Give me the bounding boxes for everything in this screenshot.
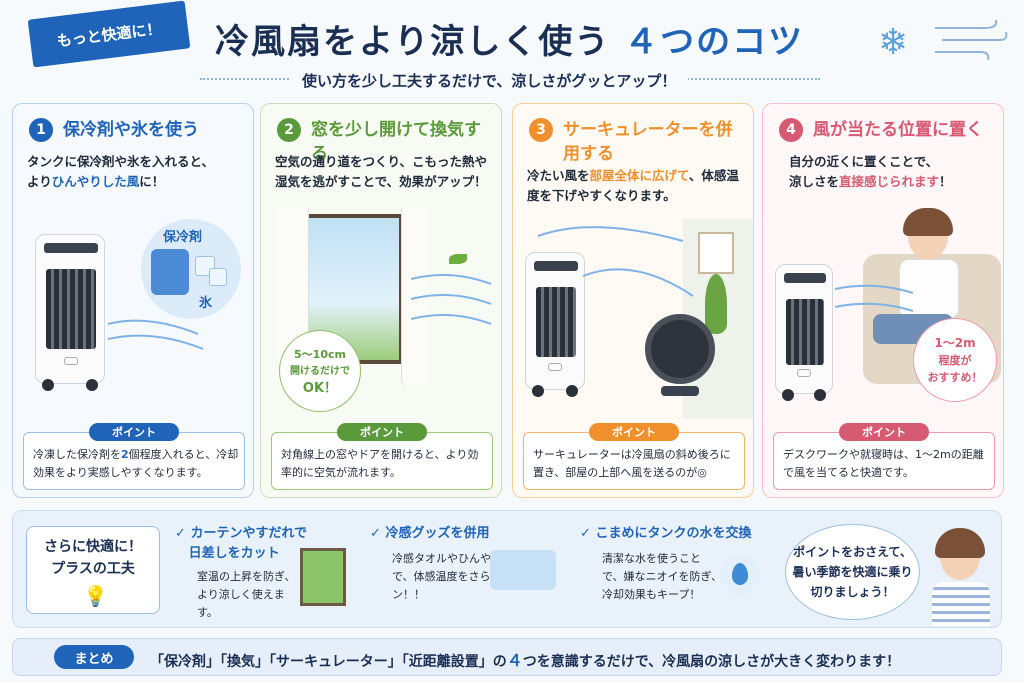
tip-number: 3 (529, 118, 553, 142)
airflow-icon (537, 226, 694, 297)
air-cooler-image (775, 264, 833, 401)
summary-label: まとめ (54, 645, 134, 669)
point-box (523, 432, 745, 490)
point-box (23, 432, 245, 490)
woman-hair (935, 528, 985, 558)
tip-card-3: 3 サーキュレーターを併用する 冷たい風を部屋全体に広げて、体感温度を下げやすく… (512, 103, 754, 498)
point-text: 冷凍した保冷剤を2個程度入れると、冷却効果をより実感しやすくなります。 (33, 448, 239, 479)
tip-description: 冷たい風を部屋全体に広げて、体感温度を下げやすくなります。 (527, 168, 739, 203)
wall-picture (698, 232, 734, 274)
tip-title: 風が当たる位置に置く (813, 120, 983, 140)
summary-text: 「保冷剤」「換気」「サーキュレーター」「近距離設置」の４つを意識するだけで、冷風… (150, 651, 901, 670)
tip-number: 2 (277, 118, 301, 142)
person-shirt (899, 259, 959, 319)
cooling-towel-image (490, 550, 556, 590)
opening-badge: 5〜10cm 開けるだけで OK！ (279, 330, 361, 412)
tip-description: 空気の通り道をつくり、こもった熱や湿気を逃がすことで、効果がアップ！ (275, 154, 488, 189)
point-label: ポイント (589, 423, 679, 441)
water-drop-icon (732, 563, 748, 585)
woman-shirt (932, 582, 990, 626)
extra-tip-1: ✓ カーテンやすだれで 日差しをカット 室温の上昇を防ぎ、より涼しく使えます。 (175, 526, 308, 619)
tip-title: 保冷剤や氷を使う (63, 120, 199, 140)
check-icon: ✓ (370, 526, 381, 541)
leaf-icon (449, 254, 467, 264)
point-box (773, 432, 995, 490)
extra-tips-heading-box (26, 526, 160, 614)
point-text: 対角線上の窓やドアを開けると、より効率的に空気が流れます。 (281, 448, 479, 479)
point-text: デスクワークや就寝時は、1〜2mの距離で風を当てると快適です。 (783, 448, 984, 479)
tip-title: サーキュレーターを併用する (563, 120, 733, 164)
person-hair (903, 208, 953, 236)
plant-icon (705, 274, 727, 334)
tip-card-4: 4 風が当たる位置に置く 自分の近くに置くことで、 涼しさを直接感じられます！ … (762, 103, 1004, 498)
airflow-icon (411, 274, 492, 325)
snowflake-icon: ❄ (878, 22, 909, 63)
circulator-image (645, 314, 715, 384)
extra-tips-heading: さらに快適に！プラスの工夫 (44, 539, 142, 577)
airflow-icon (835, 284, 914, 312)
point-label: ポイント (839, 423, 929, 441)
point-label: ポイント (89, 423, 179, 441)
tip-description: タンクに保冷剤や氷を入れると、 よりひんやりした風に！ (27, 154, 215, 189)
tip-title: 窓を少し開けて換気する (311, 120, 481, 164)
curtain-image (300, 548, 346, 606)
point-label: ポイント (337, 423, 427, 441)
circulator-base (661, 386, 699, 396)
page-title: 冷風扇をより涼しく使う ４つのコツ (215, 22, 805, 62)
ice-pack-label: 保冷剤 (163, 230, 203, 245)
tip-number: 4 (779, 118, 803, 142)
point-text: サーキュレーターは冷風扇の斜め後ろに置き、部屋の上部へ風を送るのが◎ (533, 448, 731, 479)
distance-badge: 1〜2m 程度が おすすめ！ (913, 318, 997, 402)
tip-description: 自分の近くに置くことで、 涼しさを直接感じられます！ (789, 154, 952, 189)
check-icon: ✓ (175, 526, 186, 541)
tip-card-1: 1 保冷剤や氷を使う タンクに保冷剤や氷を入れると、 よりひんやりした風に！ 保… (12, 103, 254, 498)
ice-pack-icon (151, 249, 189, 295)
tip-card-2: 2 窓を少し開けて換気する 空気の通り道をつくり、こもった熱や湿気を逃がすことで… (260, 103, 502, 498)
air-cooler-image (35, 234, 105, 391)
wind-icon (935, 19, 1008, 61)
ice-cube-icon (209, 268, 227, 286)
lightbulb-icon: 💡 (83, 584, 108, 608)
airflow-icon (108, 319, 204, 350)
air-cooler-image (525, 252, 585, 397)
summary-bar (12, 638, 1002, 676)
ice-label: 氷 (199, 296, 213, 311)
page-subtitle: 使い方を少し工夫するだけで、涼しさがグッとアップ！ (290, 70, 689, 91)
tip-number: 1 (29, 118, 53, 142)
extra-tip-3: ✓ こまめにタンクの水を交換 清潔な水を使うことで、嫌なニオイを防ぎ、冷却効果も… (580, 526, 752, 601)
closing-bubble: ポイントをおさえて、暑い季節を快適に乗り切りましょう！ (785, 524, 920, 620)
header-tag: もっと快適に！ (27, 0, 191, 68)
check-icon: ✓ (580, 526, 591, 541)
